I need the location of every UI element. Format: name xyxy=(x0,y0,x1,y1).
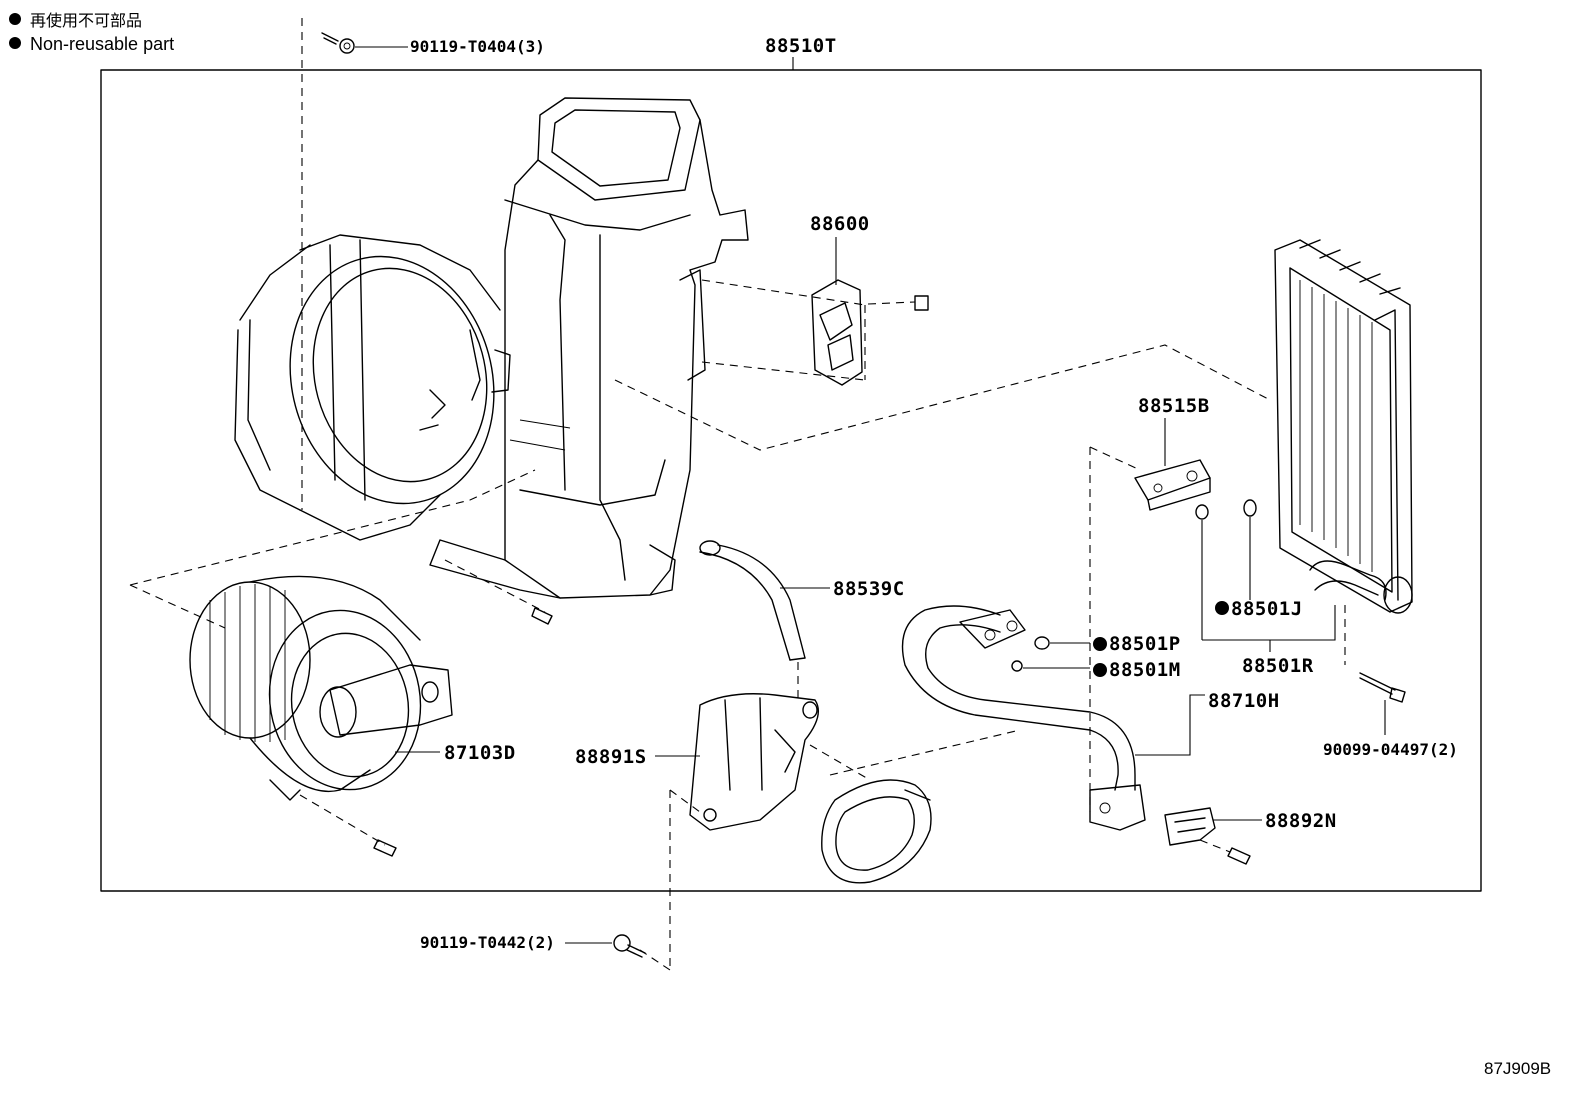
callout-90099-04497: 90099-04497(2) xyxy=(1323,740,1458,759)
clamp-88892n-icon xyxy=(1164,807,1251,865)
assembly-frame xyxy=(100,69,1482,892)
resistor-88600-icon xyxy=(701,279,929,386)
callout-88501p: 88501P xyxy=(1109,633,1181,655)
callout-88600: 88600 xyxy=(810,213,870,235)
drain-valve-88891s-icon xyxy=(689,693,819,831)
callout-90119-t0442: 90119-T0442(2) xyxy=(420,933,555,952)
callout-88501m: 88501M xyxy=(1109,659,1181,681)
screw-housing-icon xyxy=(444,559,553,625)
callout-88515b: 88515B xyxy=(1138,395,1210,417)
callout-88710h: 88710H xyxy=(1208,690,1280,712)
screw-bottom-icon xyxy=(613,789,701,971)
screw-top-icon xyxy=(301,18,355,510)
callout-87103d: 87103D xyxy=(444,742,516,764)
callout-88892n: 88892N xyxy=(1265,810,1337,832)
screw-motor-icon xyxy=(373,839,397,857)
diagram-code: 87J909B xyxy=(1484,1059,1551,1078)
callout-88501r: 88501R xyxy=(1242,655,1314,677)
expansion-valve-88515b-icon xyxy=(1134,459,1211,511)
seal-ring-icon xyxy=(821,779,932,884)
legend-dot-icon xyxy=(9,37,21,49)
callout-88891s: 88891S xyxy=(575,746,647,768)
callout-88501j: 88501J xyxy=(1231,598,1303,620)
blower-housing-icon xyxy=(234,97,749,599)
non-reusable-dot-icon xyxy=(1215,601,1229,615)
blower-motor-87103d-icon xyxy=(189,575,453,801)
o-ring-icon xyxy=(1011,660,1023,672)
o-ring-icon xyxy=(1034,636,1050,650)
refrigerant-pipe-88710h-icon xyxy=(901,605,1146,831)
o-ring-icon xyxy=(1243,499,1257,517)
evaporator-icon xyxy=(1274,239,1413,614)
o-ring-icon xyxy=(1195,504,1209,520)
legend-dot-icon xyxy=(9,13,21,25)
legend-japanese: 再使用不可部品 xyxy=(30,12,142,30)
non-reusable-dot-icon xyxy=(1093,663,1107,677)
callout-90119-t0404: 90119-T0404(3) xyxy=(410,37,545,56)
legend-english: Non-reusable part xyxy=(30,34,174,54)
legend: 再使用不可部品 Non-reusable part xyxy=(9,12,174,54)
assembly-label: 88510T xyxy=(765,35,837,57)
bolt-evaporator-icon xyxy=(1344,605,1406,703)
drain-hose-88539c-icon xyxy=(699,540,806,661)
non-reusable-dot-icon xyxy=(1093,637,1107,651)
callout-88539c: 88539C xyxy=(833,578,905,600)
